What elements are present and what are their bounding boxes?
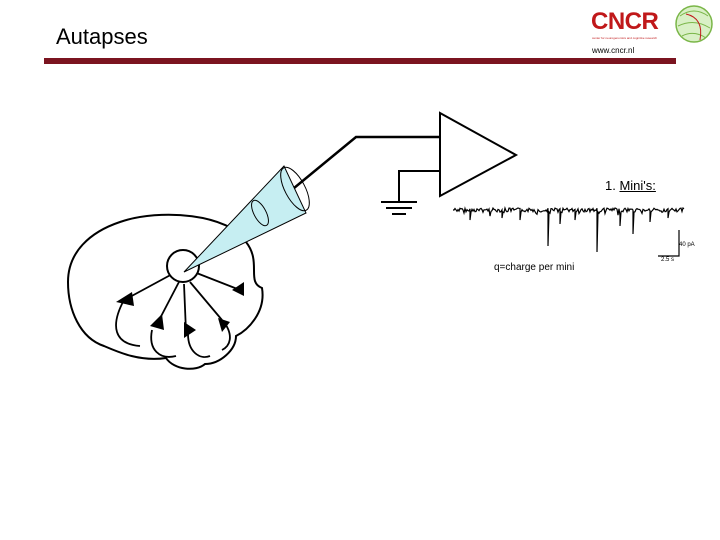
minis-label-text: Mini's: <box>619 178 656 193</box>
ground-wire <box>398 170 440 202</box>
patch-pipette <box>183 165 310 273</box>
minis-label-number: 1. <box>605 178 620 193</box>
scale-bar <box>658 230 680 257</box>
amplifier-triangle <box>439 111 519 198</box>
scale-bar-current-label: 40 pA <box>679 242 695 248</box>
cncr-logo: CNCR center for neurogenomics and cognit… <box>588 2 720 60</box>
synaptic-terminals <box>116 282 244 338</box>
title-divider <box>44 58 676 64</box>
charge-label: q=charge per mini <box>494 262 575 273</box>
neuron-soma <box>166 249 200 283</box>
logo-url: www.cncr.nl <box>592 46 635 55</box>
miniature-current-trace <box>453 205 685 253</box>
logo-globe-icon <box>675 5 713 43</box>
ground-symbol-icon <box>381 201 417 215</box>
logo-subtitle: center for neurogenomics and cognitive r… <box>592 36 658 40</box>
minis-label: 1. Mini's: <box>605 178 656 193</box>
logo-wordmark: CNCR <box>591 8 659 35</box>
scale-bar-time-label: 2.5 s <box>661 257 675 263</box>
slide-title: Autapses <box>56 24 148 49</box>
